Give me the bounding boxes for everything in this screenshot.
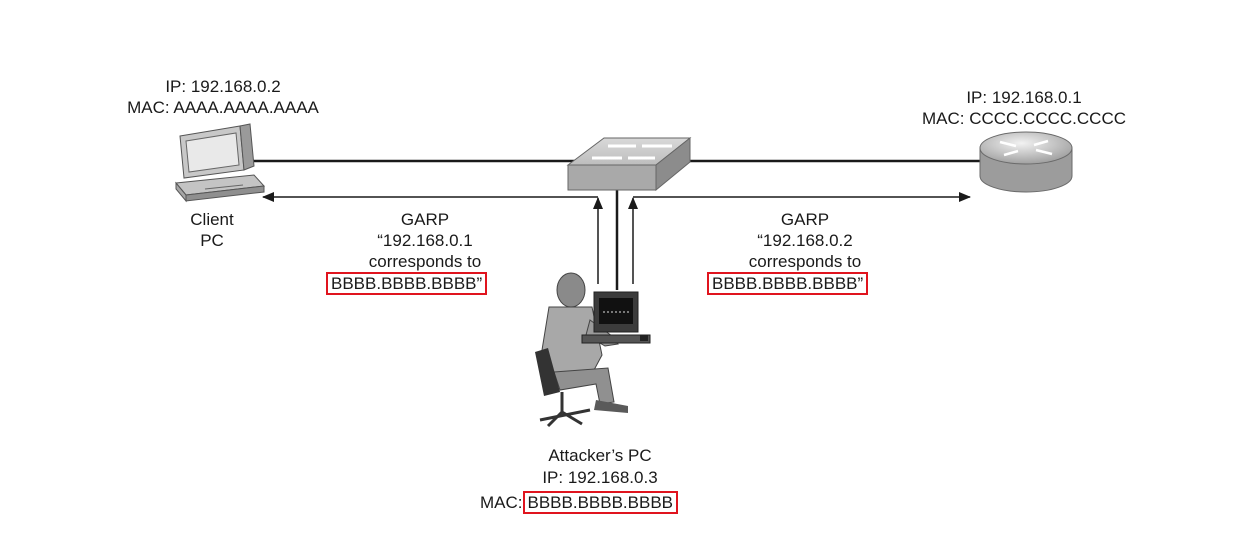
switch-icon: [566, 136, 692, 192]
garp-right-mac: BBBB.BBBB.BBBB: [712, 274, 858, 293]
attacker-mac-row: MAC:BBBB.BBBB.BBBB: [480, 491, 679, 514]
garp-right-mac-row: BBBB.BBBB.BBBB”: [707, 272, 869, 295]
garp-left-mac-highlight: BBBB.BBBB.BBBB”: [326, 272, 488, 295]
garp-right-close-quote: ”: [857, 274, 864, 293]
garp-right-line1: “192.168.0.2: [757, 231, 853, 250]
attacker-mac-prefix: MAC:: [480, 493, 523, 512]
client-mac-label: MAC: AAAA.AAAA.AAAA: [127, 98, 319, 117]
client-name-line2: PC: [200, 231, 224, 250]
garp-left-line2: corresponds to: [368, 252, 482, 271]
router-mac-label: MAC: CCCC.CCCC.CCCC: [922, 109, 1126, 128]
router-ip-label: IP: 192.168.0.1: [966, 88, 1082, 107]
attacker-name-label: Attacker’s PC: [548, 446, 652, 465]
garp-right-line2: corresponds to: [748, 252, 862, 271]
garp-right-mac-highlight: BBBB.BBBB.BBBB”: [707, 272, 869, 295]
attacker-ip-label: IP: 192.168.0.3: [542, 468, 658, 487]
garp-left-line1: “192.168.0.1: [377, 231, 473, 250]
client-name-line1: Client: [190, 210, 234, 229]
router-icon: [979, 131, 1073, 193]
garp-left-mac: BBBB.BBBB.BBBB: [331, 274, 477, 293]
attacker-mac: BBBB.BBBB.BBBB: [527, 493, 674, 512]
attacker-computer-icon: [581, 291, 651, 344]
client-ip-label: IP: 192.168.0.2: [165, 77, 281, 96]
garp-left-close-quote: ”: [476, 274, 483, 293]
client-pc-icon: [175, 123, 266, 203]
garp-left-title: GARP: [400, 210, 450, 229]
garp-left-mac-row: BBBB.BBBB.BBBB”: [326, 272, 488, 295]
garp-right-title: GARP: [780, 210, 830, 229]
attacker-mac-highlight: BBBB.BBBB.BBBB: [522, 491, 679, 514]
